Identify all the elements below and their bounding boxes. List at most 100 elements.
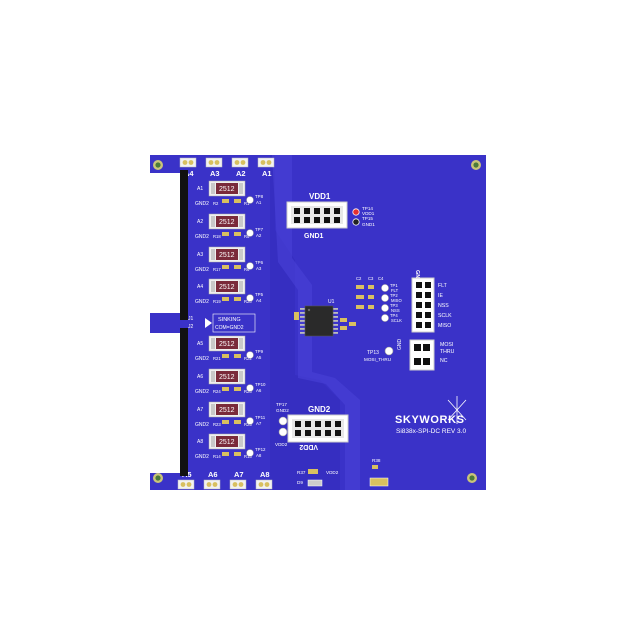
resistor-ref-left: R19 bbox=[213, 299, 221, 304]
mosi-label: MOSI bbox=[440, 342, 453, 348]
header-pin bbox=[315, 421, 321, 427]
terminal-screw bbox=[258, 482, 264, 487]
spi-test-point-id: TP2 bbox=[390, 293, 398, 298]
sinking-label-block: SINKING COM=GND2 bbox=[205, 313, 256, 333]
terminal-screw bbox=[266, 160, 272, 165]
header-pin bbox=[324, 208, 330, 214]
header-pin bbox=[425, 302, 431, 308]
tp13-point bbox=[384, 346, 394, 356]
vdd2-header-label: VDD2 bbox=[299, 443, 318, 450]
mounting-hole bbox=[467, 473, 477, 483]
vdd1-header: VDD1 GND1 bbox=[286, 192, 348, 240]
header-pin bbox=[295, 421, 301, 427]
terminal-screw bbox=[214, 160, 220, 165]
header-pin bbox=[416, 292, 422, 298]
header-pin bbox=[416, 312, 422, 318]
ic-decoupling-caps bbox=[294, 312, 356, 330]
isolator-ic-u1: U1 bbox=[300, 299, 338, 337]
terminal-block bbox=[229, 479, 247, 490]
terminal-screw bbox=[206, 482, 212, 487]
header-pin bbox=[305, 421, 311, 427]
channel-gnd-label: GND2 bbox=[195, 299, 209, 305]
terminal-block bbox=[177, 479, 195, 490]
gnd2-vdd2-test-points: TP17 GND2 VDD2 bbox=[275, 402, 289, 447]
resistor-body bbox=[216, 216, 238, 227]
test-point-label: TP10 bbox=[255, 382, 266, 387]
top-connector-label: A3 bbox=[210, 169, 220, 178]
spi-pin-label: MISO bbox=[438, 323, 451, 329]
channel-gnd-label: GND2 bbox=[195, 267, 209, 273]
header-pin bbox=[416, 322, 422, 328]
header-pin bbox=[325, 430, 331, 436]
j2-label: J2 bbox=[188, 324, 194, 330]
channel-gnd-label: GND2 bbox=[195, 422, 209, 428]
resistor-value: 2512 bbox=[219, 186, 235, 193]
test-point bbox=[246, 417, 254, 425]
isolation-gap bbox=[272, 155, 360, 490]
resistor-ref-right: R6 bbox=[244, 267, 250, 272]
resistor-value: 2512 bbox=[219, 341, 235, 348]
resistor-body bbox=[216, 404, 238, 415]
nc-label: NC bbox=[440, 358, 448, 364]
header-pin bbox=[425, 282, 431, 288]
channel-input-label: A8 bbox=[197, 439, 203, 445]
cap-c4-label: C4 bbox=[378, 276, 384, 281]
vdd2-header: GND2 VDD2 bbox=[287, 405, 349, 450]
test-point bbox=[246, 351, 254, 359]
resistor-body bbox=[216, 338, 238, 349]
channel-gnd-label: GND2 bbox=[195, 356, 209, 362]
resistor-body bbox=[216, 436, 238, 447]
test-point-label: TP5 bbox=[255, 292, 264, 297]
test-point-label: TP8 bbox=[255, 194, 264, 199]
top-connector-label: A2 bbox=[236, 169, 246, 178]
terminal-screw bbox=[260, 160, 266, 165]
header-pin bbox=[425, 312, 431, 318]
terminal-block bbox=[205, 157, 223, 168]
board-edge-cutout bbox=[150, 173, 185, 313]
header-pin bbox=[304, 208, 310, 214]
terminal-block bbox=[203, 479, 221, 490]
top-connector-label: A4 bbox=[184, 169, 194, 178]
board-tab bbox=[150, 313, 188, 333]
spi-pin-label: SCLK bbox=[438, 313, 452, 319]
sinking-com-label: COM=GND2 bbox=[215, 325, 244, 331]
mosi-jumper: TP13 MOSI_THRU GND MOSI THRU NC bbox=[364, 339, 455, 371]
terminal-block bbox=[179, 157, 197, 168]
test-point-signal: A2 bbox=[256, 233, 262, 238]
tp14-label: TP14 bbox=[362, 206, 373, 211]
resistor-value: 2512 bbox=[219, 284, 235, 291]
spi-pin-label: FLT bbox=[438, 283, 448, 289]
header-pin bbox=[294, 217, 300, 223]
channel-input-label: A4 bbox=[197, 284, 203, 290]
test-point-label: TP6 bbox=[255, 260, 264, 265]
resistor-ref-left: R2 bbox=[213, 201, 219, 206]
terminal-screw bbox=[232, 482, 238, 487]
resistor-body bbox=[216, 281, 238, 292]
spi-test-point bbox=[381, 304, 389, 312]
header-pin bbox=[314, 217, 320, 223]
spi-pin-label: NSS bbox=[438, 303, 449, 309]
header-pin bbox=[334, 217, 340, 223]
j1-label: J1 bbox=[188, 316, 194, 322]
tp15-point bbox=[352, 218, 360, 226]
resistor-ref-right: R25 bbox=[244, 422, 252, 427]
vdd1-label: VDD1 bbox=[309, 192, 331, 201]
channel-gnd-label: GND2 bbox=[195, 234, 209, 240]
gnd1-tp-label: GND1 bbox=[362, 222, 375, 227]
header-pin bbox=[294, 208, 300, 214]
terminal-screw bbox=[240, 160, 246, 165]
test-point bbox=[246, 384, 254, 392]
resistor-ref-left: R23 bbox=[213, 422, 221, 427]
spi-caps: C2 C3 C4 bbox=[356, 276, 384, 309]
channel-input-label: A2 bbox=[197, 219, 203, 225]
test-point-label: TP9 bbox=[255, 349, 264, 354]
test-point-label: TP11 bbox=[255, 415, 266, 420]
vdd1-tp-label: VDD1 bbox=[362, 211, 375, 216]
test-point-signal: A1 bbox=[256, 200, 262, 205]
test-point bbox=[246, 262, 254, 270]
